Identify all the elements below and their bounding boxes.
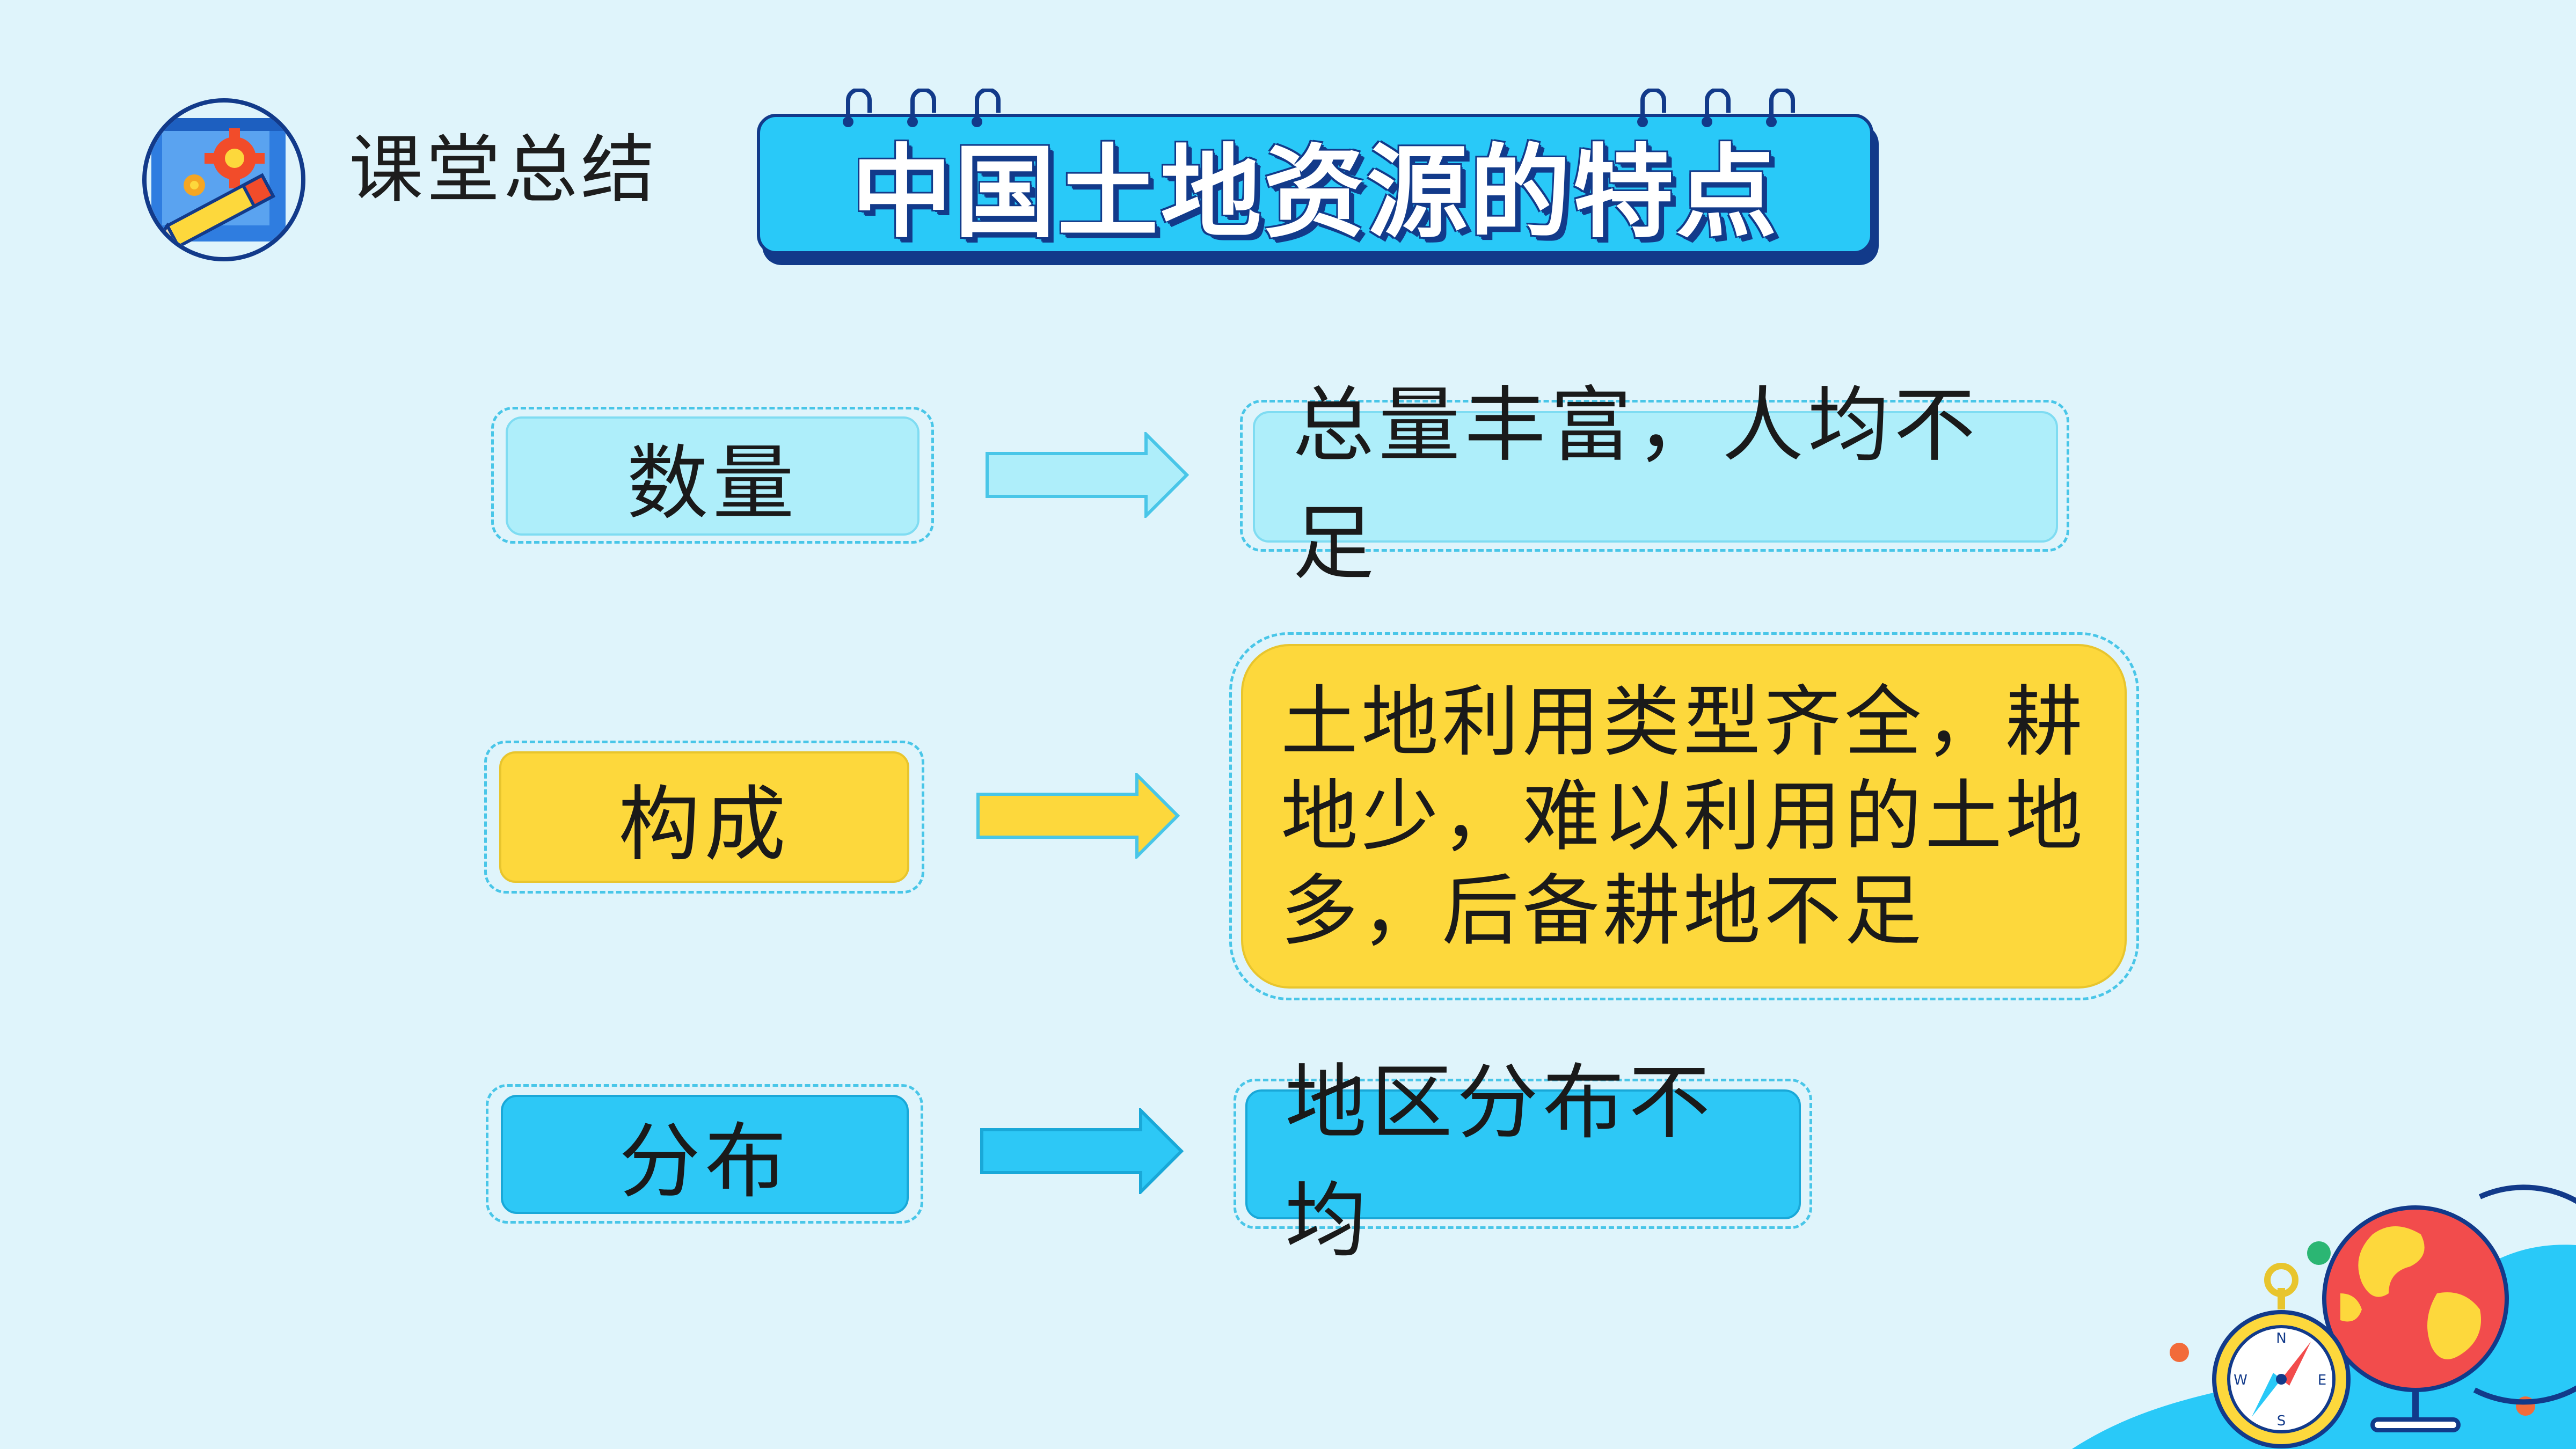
description-quantity: 总量丰富，人均不足 — [1253, 378, 2058, 591]
binder-ring-icon — [907, 89, 936, 127]
arrow-right-icon — [976, 773, 1180, 859]
arrow-right-icon — [986, 432, 1189, 518]
lesson-badge-icon — [142, 98, 305, 261]
binder-ring-icon — [843, 89, 872, 127]
binder-ring-icon — [1702, 89, 1731, 127]
compass-east-label: E — [2318, 1372, 2326, 1388]
description-distribution: 地区分布不均 — [1245, 1055, 1801, 1268]
description-composition: 土地利用类型齐全，耕地少，难以利用的土地多，后备耕地不足 — [1241, 644, 2127, 989]
binder-ring-icon — [972, 89, 1001, 127]
title-banner — [757, 114, 1873, 254]
arrow-right-icon — [980, 1108, 1184, 1194]
corner-decoration: N E S W — [2072, 1184, 2576, 1449]
compass-icon: N E S W — [2212, 1263, 2351, 1448]
section-label: 课堂总结 — [349, 127, 659, 213]
globe-icon — [2322, 1184, 2576, 1432]
binder-ring-icon — [1766, 89, 1795, 127]
description-frame-composition — [1229, 632, 2139, 1000]
binder-ring-icon — [1637, 89, 1666, 127]
page-title: 中国土地资源的特点 — [851, 133, 1779, 252]
category-composition: 构成 — [499, 751, 909, 883]
description-frame-quantity — [1240, 400, 2069, 552]
category-quantity: 数量 — [506, 416, 920, 536]
description-frame-distribution — [1234, 1079, 1812, 1229]
category-distribution: 分布 — [501, 1095, 909, 1214]
compass-south-label: S — [2277, 1413, 2286, 1429]
settings-gear-icon — [205, 128, 265, 188]
compass-west-label: W — [2234, 1372, 2247, 1388]
category-frame-distribution — [486, 1084, 923, 1224]
compass-north-label: N — [2276, 1330, 2286, 1346]
category-frame-quantity — [491, 407, 934, 544]
category-frame-composition — [484, 741, 924, 894]
